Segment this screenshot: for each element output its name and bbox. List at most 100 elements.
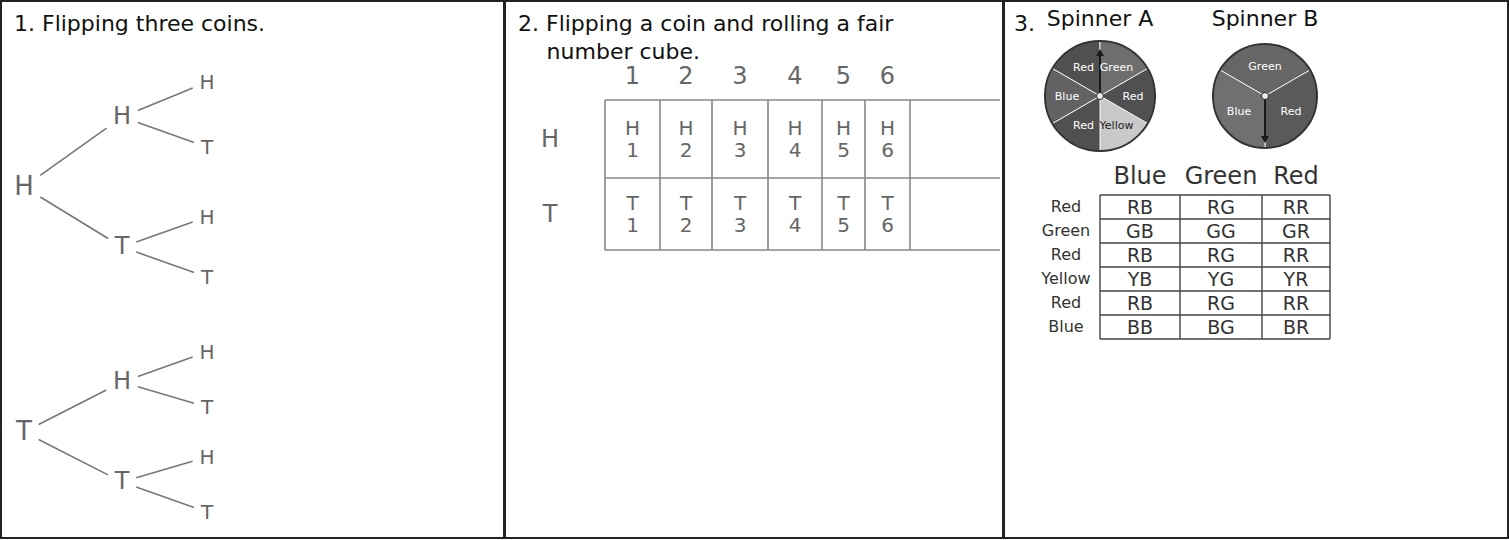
row-header: Green bbox=[1042, 222, 1090, 240]
problem-heading: 3. bbox=[1014, 10, 1103, 38]
spinner-pointer bbox=[1264, 96, 1266, 136]
tree-outcome: T bbox=[111, 468, 134, 495]
spinner-sector bbox=[1100, 96, 1148, 151]
tree-outcome: T bbox=[197, 501, 217, 524]
tree-branch bbox=[136, 487, 194, 507]
table-cell: YR bbox=[1284, 269, 1309, 290]
spinner-pointer-head bbox=[1261, 136, 1269, 143]
table-cell: T 4 bbox=[783, 192, 807, 236]
coin-outcome: H bbox=[14, 173, 34, 200]
coin-outcome: T bbox=[115, 234, 130, 259]
row-header: Blue bbox=[1048, 318, 1083, 336]
problem-panel: HHHTTHTTHHTTHT1. Flipping three coins. bbox=[0, 0, 505, 539]
tree-branch bbox=[39, 439, 108, 474]
row-header: Red bbox=[1051, 246, 1081, 264]
tree-outcome: H bbox=[10, 172, 38, 201]
coin-outcome: H bbox=[199, 207, 214, 228]
table-grid bbox=[605, 100, 1000, 250]
coin-outcome: T bbox=[201, 502, 213, 523]
table-cell: H 2 bbox=[674, 117, 698, 161]
table-cell: RB bbox=[1127, 245, 1153, 266]
tree-outcome: H bbox=[195, 446, 218, 469]
table-cell: T 1 bbox=[621, 192, 645, 236]
row-header: Red bbox=[1051, 198, 1081, 216]
tree-branch bbox=[138, 357, 193, 376]
table-cell: T 3 bbox=[728, 192, 752, 236]
tree-branch bbox=[138, 387, 194, 404]
tree-outcome: H bbox=[195, 341, 218, 364]
table-cell: RR bbox=[1283, 197, 1309, 218]
tree-outcome: H bbox=[195, 71, 218, 94]
spinner-pointer-head bbox=[1096, 49, 1104, 56]
table-cell: H 3 bbox=[728, 117, 752, 161]
coin-outcome: H bbox=[199, 72, 214, 93]
table-cell: T 2 bbox=[674, 192, 698, 236]
tree-outcome: H bbox=[109, 368, 135, 395]
table-cell: RB bbox=[1127, 293, 1153, 314]
table-cell: RR bbox=[1283, 245, 1309, 266]
tree-branch bbox=[39, 390, 107, 425]
table-cell: RG bbox=[1207, 197, 1235, 218]
table-cell: RG bbox=[1207, 293, 1235, 314]
sector-label: Blue bbox=[1055, 91, 1079, 102]
spinner-rim bbox=[1213, 44, 1317, 148]
tree-branch bbox=[136, 461, 192, 478]
table-cell: RR bbox=[1283, 293, 1309, 314]
table-cell: BG bbox=[1207, 317, 1234, 338]
tree-outcome: T bbox=[111, 233, 134, 260]
table-cell: GG bbox=[1206, 221, 1235, 242]
problem-heading: 1. Flipping three coins. bbox=[14, 10, 513, 38]
column-header: Green bbox=[1185, 163, 1258, 189]
column-header: Blue bbox=[1113, 163, 1166, 189]
spinner-title: Spinner A bbox=[1025, 6, 1175, 32]
coin-outcome: T bbox=[115, 469, 130, 494]
table-cell: T 6 bbox=[876, 192, 900, 236]
coin-outcome: T bbox=[201, 267, 213, 288]
sector-label: Green bbox=[1248, 61, 1281, 72]
table-cell: H 5 bbox=[832, 117, 856, 161]
coin-outcome: T bbox=[16, 418, 32, 445]
tree-outcome: H bbox=[195, 206, 218, 229]
sector-label: Red bbox=[1073, 119, 1094, 130]
table-cell: YG bbox=[1208, 269, 1234, 290]
sector-label: Yellow bbox=[1100, 119, 1134, 130]
table-cell: H 6 bbox=[876, 117, 900, 161]
spinner-hub bbox=[1262, 93, 1269, 100]
column-header: 5 bbox=[836, 63, 851, 89]
table-cell: BB bbox=[1127, 317, 1153, 338]
column-header: Red bbox=[1273, 163, 1319, 189]
tree-outcome: T bbox=[197, 396, 217, 419]
tree-branch bbox=[136, 222, 192, 242]
tree-branch bbox=[136, 252, 194, 272]
table-cell: RB bbox=[1127, 197, 1153, 218]
column-header: 4 bbox=[787, 63, 802, 89]
table-cell: GR bbox=[1282, 221, 1310, 242]
coin-outcome: H bbox=[113, 369, 131, 394]
problem-panel: 2. Flipping a coin and rolling a fair nu… bbox=[504, 0, 1004, 539]
column-header: 1 bbox=[625, 63, 640, 89]
spinner-rim bbox=[1045, 41, 1155, 151]
sector-label: Red bbox=[1123, 91, 1144, 102]
tree-outcome: T bbox=[197, 266, 217, 289]
spinner-sector bbox=[1265, 70, 1317, 148]
coin-outcome: H bbox=[199, 342, 214, 363]
coin-outcome: T bbox=[201, 397, 213, 418]
spinner-sector bbox=[1045, 69, 1100, 124]
tree-outcome: T bbox=[12, 417, 36, 446]
column-header: 3 bbox=[732, 63, 747, 89]
tree-outcome: H bbox=[109, 103, 135, 130]
tree-branch bbox=[40, 197, 108, 238]
tree-branch bbox=[138, 88, 193, 111]
table-cell: T 5 bbox=[832, 192, 856, 236]
problem-heading: 2. Flipping a coin and rolling a fair nu… bbox=[518, 10, 967, 65]
sector-label: Red bbox=[1281, 106, 1302, 117]
sector-label: Green bbox=[1100, 62, 1133, 73]
table-cell: BR bbox=[1283, 317, 1309, 338]
table-cell: H 4 bbox=[783, 117, 807, 161]
row-header: Yellow bbox=[1041, 270, 1090, 288]
tree-outcome: T bbox=[197, 136, 217, 159]
spinner-title: Spinner B bbox=[1195, 6, 1335, 32]
spinner: Spinner BGreenBlueRed bbox=[1195, 6, 1335, 156]
